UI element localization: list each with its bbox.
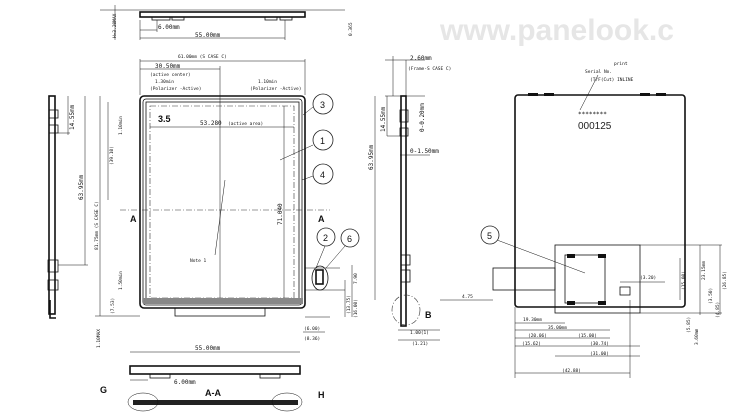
top-dim-width: 55.00mm (195, 32, 221, 39)
active-width-dim: 53.280 (200, 120, 222, 127)
size-label: 3.5 (158, 114, 171, 124)
top-view: 6.00mm 55.00mm H=3.20MAX 0.365 (100, 5, 354, 40)
top-dim-thickness: 0.365 (348, 22, 354, 36)
polarizer-left-dim: 1.30min (155, 79, 174, 85)
active-height-dim: 71.040 (277, 203, 284, 225)
back-dim-7: (31.00) (590, 351, 609, 357)
back-dim-13: (3.50) (708, 288, 714, 304)
tab-dim: 4.75 (462, 294, 473, 300)
bottom-dim-width: 55.00mm (195, 345, 221, 352)
section-mark-right: A (318, 214, 325, 224)
polarizer-right-note: (Polarizer -Active) (250, 86, 301, 92)
svg-text:3: 3 (320, 100, 325, 110)
side-dim-b: 63.95mm (368, 144, 375, 170)
left-dim-mid: 63.95mm (78, 174, 85, 200)
polarizer-left-note: (Polarizer -Active) (150, 86, 201, 92)
outer-width-dim: 61.00mm (S CASE C) (178, 54, 227, 60)
back-dim-3: (20.06) (528, 333, 547, 339)
left-dim-bottom: (7.53) (110, 298, 116, 314)
back-dim-2: 35.00mm (548, 325, 567, 331)
side-dim-c: 0-0.20mm (419, 103, 426, 132)
conn-dim-2: (8.36) (304, 336, 320, 342)
front-view: 61.00mm (S CASE C) 30.50mm (active cente… (67, 54, 359, 348)
left-dim-top: 14.55mm (69, 104, 76, 130)
polarizer-bottom-dim: 1.50min (118, 271, 124, 290)
balloon-1: 1 (279, 129, 334, 161)
side-dim-d: 0-1.50mm (410, 148, 439, 155)
back-dim-16: 3.60mm (694, 328, 700, 345)
svg-text:1: 1 (320, 136, 325, 146)
back-dim-5: (15.62) (522, 341, 541, 347)
top-dim-left: 6.00mm (158, 24, 180, 31)
serial-print-label: print (614, 61, 628, 67)
mark-h: H (318, 390, 325, 400)
bottom-dim-left: 6.00mm (174, 379, 196, 386)
detail-mark-b: B (425, 310, 432, 320)
bottom-max-dim: 1.10MAX (96, 329, 102, 348)
serial-label: Serial No. (585, 69, 612, 75)
active-center-dim: 30.50mm (155, 63, 181, 70)
serial-mask: ******** (578, 111, 607, 118)
active-center-note: (active center) (150, 72, 191, 78)
svg-text:6: 6 (347, 234, 352, 244)
bottom-view: 55.00mm 6.00mm G A-A H (100, 345, 325, 412)
section-mark-left: A (130, 214, 137, 224)
svg-text:2: 2 (323, 233, 328, 243)
balloon-2: 2 (315, 227, 336, 269)
back-dim-9: (3.20) (640, 275, 656, 281)
frame-dim: 2.60mm (410, 55, 432, 62)
conn-dim-3: (13.75) (346, 295, 352, 314)
side-dim-bottom-1: 1.00(1) (410, 330, 429, 336)
side-dim-bottom-2: (1.21) (412, 341, 428, 347)
balloon-5: 5 (480, 225, 586, 274)
balloon-3: 3 (302, 93, 334, 116)
back-dim-8: (42.88) (562, 368, 581, 374)
back-view: print Serial No. (T/F(Cut) INLINE ******… (440, 61, 728, 378)
balloon-4: 4 (301, 163, 334, 185)
section-a-a-label: A-A (205, 388, 221, 398)
left-dim-center: (39.10) (109, 146, 115, 165)
back-dim-10: (15.00) (681, 271, 687, 290)
polarizer-top-dim: 1.10min (118, 116, 124, 135)
back-dim-12: (26.85) (722, 271, 728, 290)
polarizer-right-dim: 1.10min (258, 79, 277, 85)
active-width-note: (active area) (228, 121, 263, 127)
balloon-6: 6 (325, 228, 360, 269)
conn-dim-4: (16.00) (353, 299, 359, 318)
mark-g: G (100, 385, 107, 395)
svg-text:4: 4 (320, 170, 325, 180)
left-dim-outer: 81.75mm (S CASE C) (94, 201, 100, 250)
back-dim-1: 19.30mm (523, 317, 542, 323)
note-label: Note 1 (190, 258, 207, 264)
side-dim-a: 14.55mm (380, 106, 387, 132)
left-side-view (47, 95, 88, 319)
back-dim-11: 23.15mm (701, 261, 707, 280)
conn-dim-1: (6.00) (304, 326, 320, 332)
svg-text:5: 5 (487, 231, 492, 241)
watermark: www.panelook.c (439, 14, 674, 47)
frame-note: (Frame-S CASE C) (408, 66, 451, 72)
serial-number: 000125 (578, 121, 612, 132)
center-side-view: 2.60mm (Frame-S CASE C) 14.55mm 63.95mm … (368, 55, 451, 347)
serial-note: (T/F(Cut) INLINE (590, 77, 634, 83)
back-dim-14: (4.85) (715, 302, 721, 318)
back-dim-4: (15.00) (578, 333, 597, 339)
back-dim-15: (5.85) (686, 317, 692, 333)
conn-dim-5: 7.90 (353, 273, 359, 284)
back-dim-6: (30.74) (590, 341, 609, 347)
